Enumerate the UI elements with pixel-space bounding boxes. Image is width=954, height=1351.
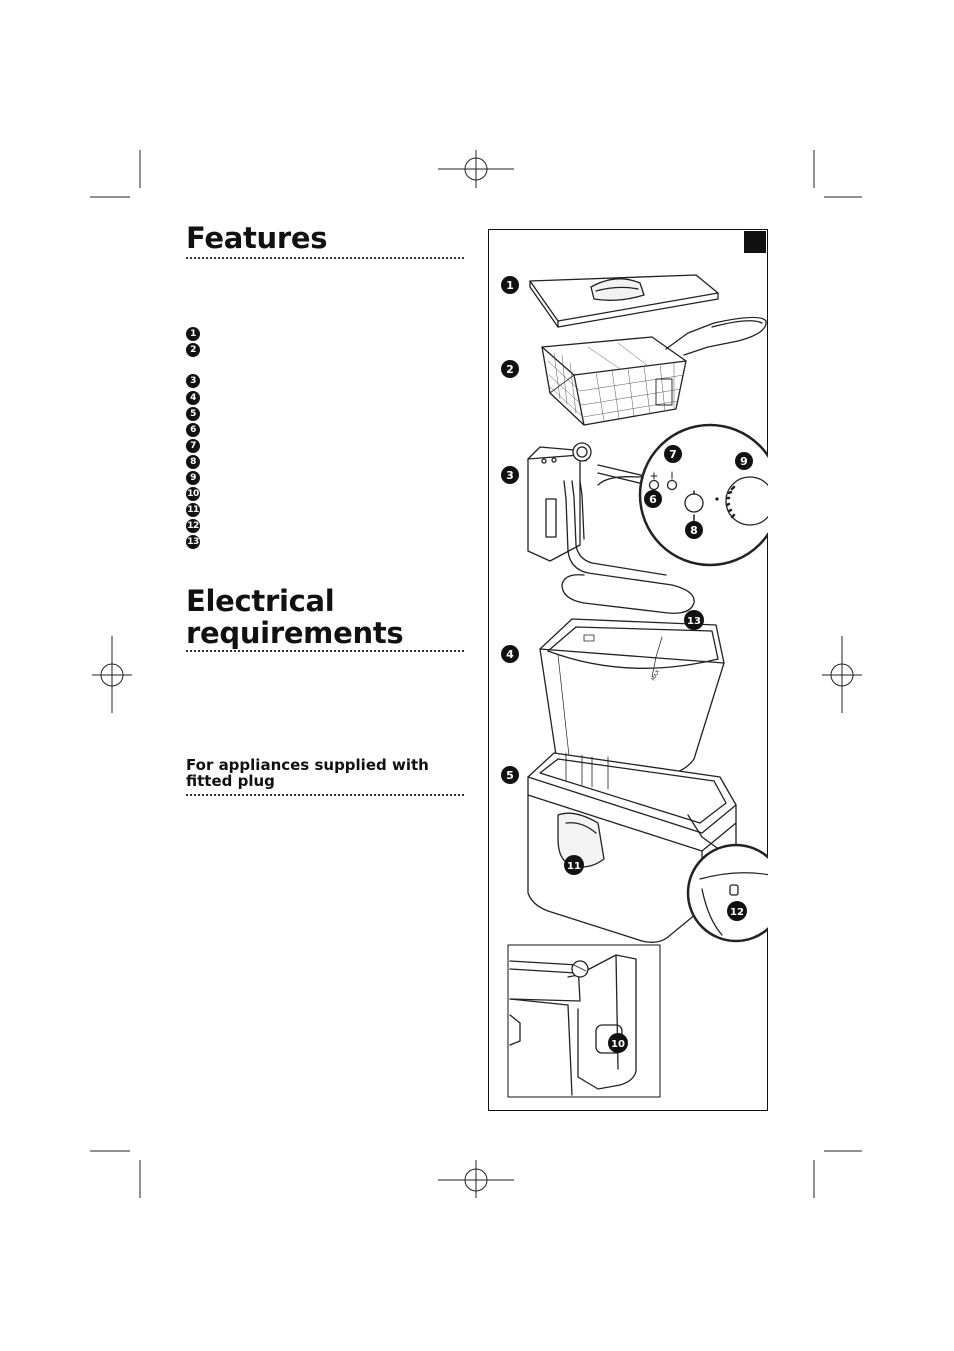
lid-lock-magnifier <box>686 843 768 943</box>
heating-element-drawing <box>527 442 699 614</box>
electrical-rule <box>186 650 464 652</box>
callout-5: 5 <box>501 766 519 784</box>
svg-text:3: 3 <box>506 469 514 482</box>
callout-9: 9 <box>735 452 753 470</box>
svg-text:8: 8 <box>690 524 698 537</box>
feature-number-11: 11 <box>186 503 200 517</box>
callout-4: 4 <box>501 645 519 663</box>
corner-tab-mark <box>744 231 766 253</box>
feature-number-12: 12 <box>186 519 200 533</box>
feature-number-8: 8 <box>186 455 200 469</box>
outer-body-drawing <box>527 752 737 943</box>
electrical-heading: Electrical requirements <box>186 584 404 650</box>
callout-2: 2 <box>501 360 519 378</box>
svg-text:10: 10 <box>611 1039 625 1050</box>
fitted-plug-subheading: For appliances supplied with fitted plug <box>186 756 429 790</box>
inset-drawing <box>507 944 661 1098</box>
control-panel-magnifier <box>597 423 768 567</box>
callout-6: 6 <box>644 490 662 508</box>
callout-11: 11 <box>564 855 584 875</box>
features-heading: Features <box>186 221 328 255</box>
feature-number-6: 6 <box>186 423 200 437</box>
bowl-drawing: MAX <box>539 618 725 776</box>
callout-8: 8 <box>685 521 703 539</box>
fryer-parts-illustration: MAX <box>488 229 768 1111</box>
figure-frame <box>488 229 768 1111</box>
svg-text:1: 1 <box>506 279 514 292</box>
svg-text:12: 12 <box>730 907 744 918</box>
feature-number-9: 9 <box>186 471 200 485</box>
basket-drawing <box>541 316 767 426</box>
svg-text:MAX: MAX <box>651 669 662 682</box>
feature-number-2: 2 <box>186 343 200 357</box>
features-rule <box>186 257 464 259</box>
svg-text:7: 7 <box>669 448 677 461</box>
feature-number-13: 13 <box>186 535 200 549</box>
svg-text:13: 13 <box>687 616 701 627</box>
feature-number-3: 3 <box>186 374 200 388</box>
feature-number-10: 10 <box>186 487 200 501</box>
svg-text:9: 9 <box>740 455 748 468</box>
svg-text:4: 4 <box>506 648 514 661</box>
callout-7: 7 <box>664 445 682 463</box>
svg-text:2: 2 <box>506 363 514 376</box>
callout-3: 3 <box>501 466 519 484</box>
callout-13: 13 <box>684 610 704 630</box>
callout-10: 10 <box>608 1033 628 1053</box>
svg-text:6: 6 <box>649 493 657 506</box>
callout-12: 12 <box>727 901 747 921</box>
lid-drawing <box>529 274 719 328</box>
svg-text:5: 5 <box>506 769 514 782</box>
electrical-heading-line1: Electrical <box>186 584 335 618</box>
feature-number-7: 7 <box>186 439 200 453</box>
feature-number-5: 5 <box>186 407 200 421</box>
feature-number-4: 4 <box>186 391 200 405</box>
feature-number-1: 1 <box>186 327 200 341</box>
callout-1: 1 <box>501 276 519 294</box>
electrical-heading-line2: requirements <box>186 616 404 650</box>
svg-text:11: 11 <box>567 861 581 872</box>
fitted-plug-rule <box>186 794 464 796</box>
